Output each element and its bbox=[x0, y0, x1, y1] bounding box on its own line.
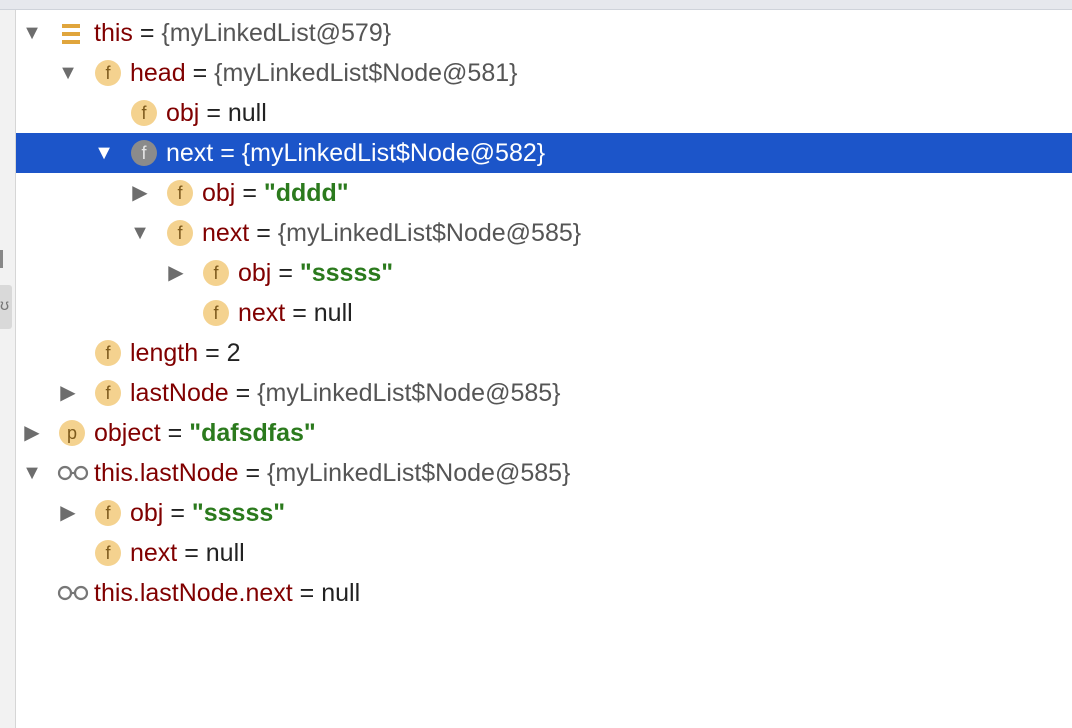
variable-name: this bbox=[94, 19, 133, 47]
equals-sign: = bbox=[271, 259, 300, 287]
field-icon: f bbox=[131, 140, 157, 166]
variable-name: this.lastNode.next bbox=[94, 579, 293, 607]
variable-value: null bbox=[313, 299, 353, 327]
collapse-arrow-icon[interactable]: ▼ bbox=[22, 462, 42, 484]
equals-sign: = bbox=[228, 379, 258, 407]
tree-row[interactable]: ▶ f lastNode = {myLinkedList$Node@585} bbox=[16, 373, 1072, 413]
tree-row[interactable]: f next = null bbox=[16, 533, 1072, 573]
tree-row[interactable]: this.lastNode.next = null bbox=[16, 573, 1072, 613]
tree-row[interactable]: ▼ this.lastNode = {myLinkedList$Node@585… bbox=[16, 453, 1072, 493]
equals-sign: = bbox=[185, 59, 215, 87]
watch-icon bbox=[56, 460, 90, 486]
variable-value: "sssss" bbox=[191, 499, 286, 527]
field-icon: f bbox=[95, 60, 121, 86]
parameter-icon: p bbox=[59, 420, 85, 446]
variable-value: 2 bbox=[226, 339, 241, 367]
equals-sign: = bbox=[213, 139, 242, 167]
variable-value: "dafsdfas" bbox=[189, 419, 316, 447]
tree-row[interactable]: f length = 2 bbox=[16, 333, 1072, 373]
equals-sign: = bbox=[198, 339, 227, 367]
variable-value: "dddd" bbox=[263, 179, 349, 207]
collapse-arrow-icon[interactable]: ▼ bbox=[130, 222, 150, 244]
variable-name: obj bbox=[130, 499, 164, 527]
equals-sign: = bbox=[235, 179, 264, 207]
variable-value: {myLinkedList$Node@585} bbox=[257, 379, 561, 407]
field-icon: f bbox=[203, 260, 229, 286]
gutter-tab[interactable]: ʊ bbox=[0, 285, 12, 329]
tree-row[interactable]: f next = null bbox=[16, 293, 1072, 333]
variable-name: next bbox=[202, 219, 250, 247]
left-gutter: ʊ bbox=[0, 10, 16, 728]
variable-value: null bbox=[227, 99, 267, 127]
collapse-arrow-icon[interactable]: ▼ bbox=[94, 142, 114, 164]
variable-name: length bbox=[130, 339, 199, 367]
tree-row[interactable]: ▼ f head = {myLinkedList$Node@581} bbox=[16, 53, 1072, 93]
equals-sign: = bbox=[163, 499, 192, 527]
variable-value: {myLinkedList$Node@585} bbox=[277, 219, 582, 247]
variables-tree: ▼ this = {myLinkedList@579} ▼ f head = {… bbox=[16, 13, 1072, 613]
variable-value: "sssss" bbox=[299, 259, 394, 287]
tree-row[interactable]: ▶ p object = "dafsdfas" bbox=[16, 413, 1072, 453]
tree-row[interactable]: ▼ f next = {myLinkedList$Node@585} bbox=[16, 213, 1072, 253]
variable-name: this.lastNode bbox=[94, 459, 239, 487]
equals-sign: = bbox=[238, 459, 268, 487]
field-icon: f bbox=[131, 100, 157, 126]
expand-arrow-icon[interactable]: ▶ bbox=[60, 382, 76, 404]
variable-name: next bbox=[130, 539, 178, 567]
variable-value: null bbox=[205, 539, 245, 567]
field-icon: f bbox=[167, 220, 193, 246]
field-icon: f bbox=[95, 500, 121, 526]
field-icon: f bbox=[167, 180, 193, 206]
field-icon: f bbox=[203, 300, 229, 326]
equals-sign: = bbox=[199, 99, 228, 127]
variable-name: object bbox=[94, 419, 161, 447]
collapse-arrow-icon[interactable]: ▼ bbox=[22, 22, 42, 44]
expand-arrow-icon[interactable]: ▶ bbox=[60, 502, 76, 524]
watch-icon bbox=[56, 580, 90, 606]
equals-sign: = bbox=[285, 299, 314, 327]
variable-name: head bbox=[130, 59, 186, 87]
variable-value: null bbox=[321, 579, 361, 607]
equals-sign: = bbox=[249, 219, 278, 247]
tree-row[interactable]: f obj = null bbox=[16, 93, 1072, 133]
variable-name: next bbox=[238, 299, 286, 327]
variable-name: obj bbox=[202, 179, 236, 207]
variable-name: lastNode bbox=[130, 379, 229, 407]
equals-sign: = bbox=[177, 539, 206, 567]
variable-value: {myLinkedList$Node@581} bbox=[214, 59, 518, 87]
variable-name: next bbox=[166, 139, 214, 167]
variable-name: obj bbox=[166, 99, 200, 127]
expand-arrow-icon[interactable]: ▶ bbox=[24, 422, 40, 444]
equals-sign: = bbox=[132, 19, 162, 47]
equals-sign: = bbox=[292, 579, 322, 607]
variable-value: {myLinkedList$Node@585} bbox=[267, 459, 571, 487]
field-icon: f bbox=[95, 540, 121, 566]
variable-name: obj bbox=[238, 259, 272, 287]
field-icon: f bbox=[95, 340, 121, 366]
gutter-marker bbox=[0, 250, 3, 268]
tree-row[interactable]: ▶ f obj = "sssss" bbox=[16, 493, 1072, 533]
collapse-arrow-icon[interactable]: ▼ bbox=[58, 62, 78, 84]
panel-top-border bbox=[0, 0, 1072, 10]
tree-row[interactable]: ▶ f obj = "sssss" bbox=[16, 253, 1072, 293]
expand-arrow-icon[interactable]: ▶ bbox=[168, 262, 184, 284]
equals-sign: = bbox=[160, 419, 190, 447]
variable-value: {myLinkedList$Node@582} bbox=[241, 139, 546, 167]
expand-arrow-icon[interactable]: ▶ bbox=[132, 182, 148, 204]
field-icon: f bbox=[95, 380, 121, 406]
object-fields-icon bbox=[58, 20, 84, 46]
tree-row-selected[interactable]: ▼ f next = {myLinkedList$Node@582} bbox=[16, 133, 1072, 173]
tree-row[interactable]: ▶ f obj = "dddd" bbox=[16, 173, 1072, 213]
variable-value: {myLinkedList@579} bbox=[161, 19, 392, 47]
tree-row[interactable]: ▼ this = {myLinkedList@579} bbox=[16, 13, 1072, 53]
